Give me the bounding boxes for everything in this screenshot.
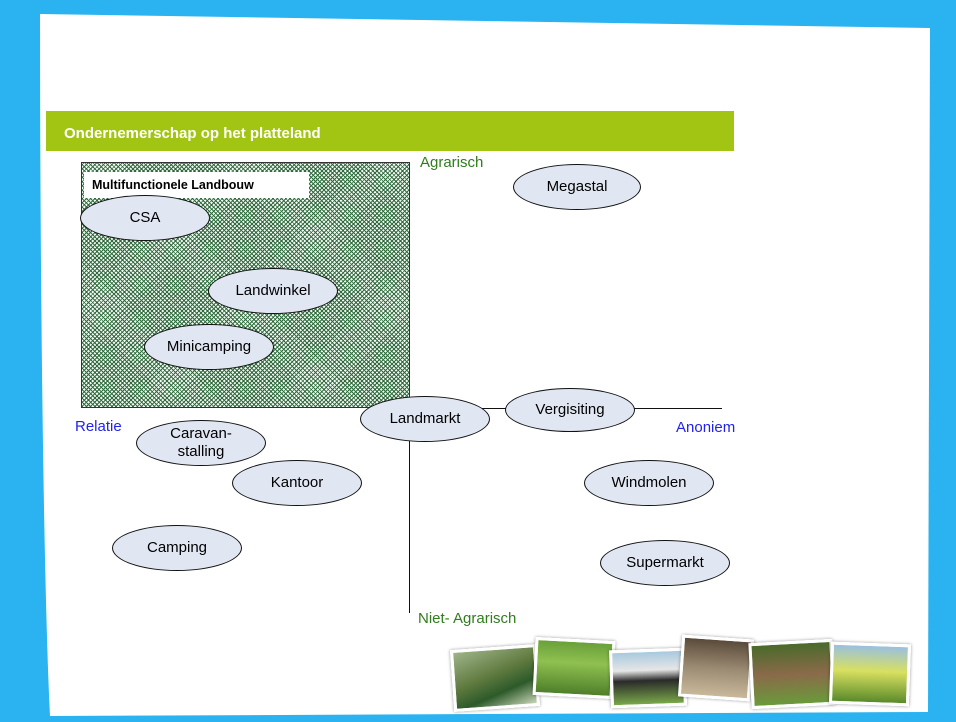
title-bar: [46, 111, 734, 151]
node-landmarkt: Landmarkt: [360, 396, 490, 442]
photo-cows: [609, 647, 687, 709]
region-label: Multifunctionele Landbouw: [84, 172, 309, 198]
node-caravanstalling: Caravan- stalling: [136, 420, 266, 466]
node-camping: Camping: [112, 525, 242, 571]
photo-horse-woman: [748, 638, 836, 710]
node-supermarkt: Supermarkt: [600, 540, 730, 586]
axis-label-left: Relatie: [75, 418, 122, 435]
node-kantoor: Kantoor: [232, 460, 362, 506]
node-vergisiting: Vergisiting: [505, 388, 635, 432]
node-megastal: Megastal: [513, 164, 641, 210]
vertical-axis: [409, 408, 410, 613]
photo-children-field: [532, 636, 616, 700]
photo-barn-people: [677, 634, 755, 702]
slide-title: Ondernemerschap op het platteland: [64, 125, 321, 142]
multifunctional-agriculture-region: [81, 162, 410, 408]
node-windmolen: Windmolen: [584, 460, 714, 506]
node-landwinkel: Landwinkel: [208, 268, 338, 314]
photo-greenhouse: [449, 644, 541, 712]
node-minicamping: Minicamping: [144, 324, 274, 370]
photo-flags: [828, 641, 912, 707]
photo-strip: [449, 633, 922, 713]
axis-label-top: Agrarisch: [420, 154, 484, 171]
node-csa: CSA: [80, 195, 210, 241]
axis-label-bottom: Niet- Agrarisch: [418, 610, 517, 627]
axis-label-right: Anoniem: [676, 419, 736, 436]
